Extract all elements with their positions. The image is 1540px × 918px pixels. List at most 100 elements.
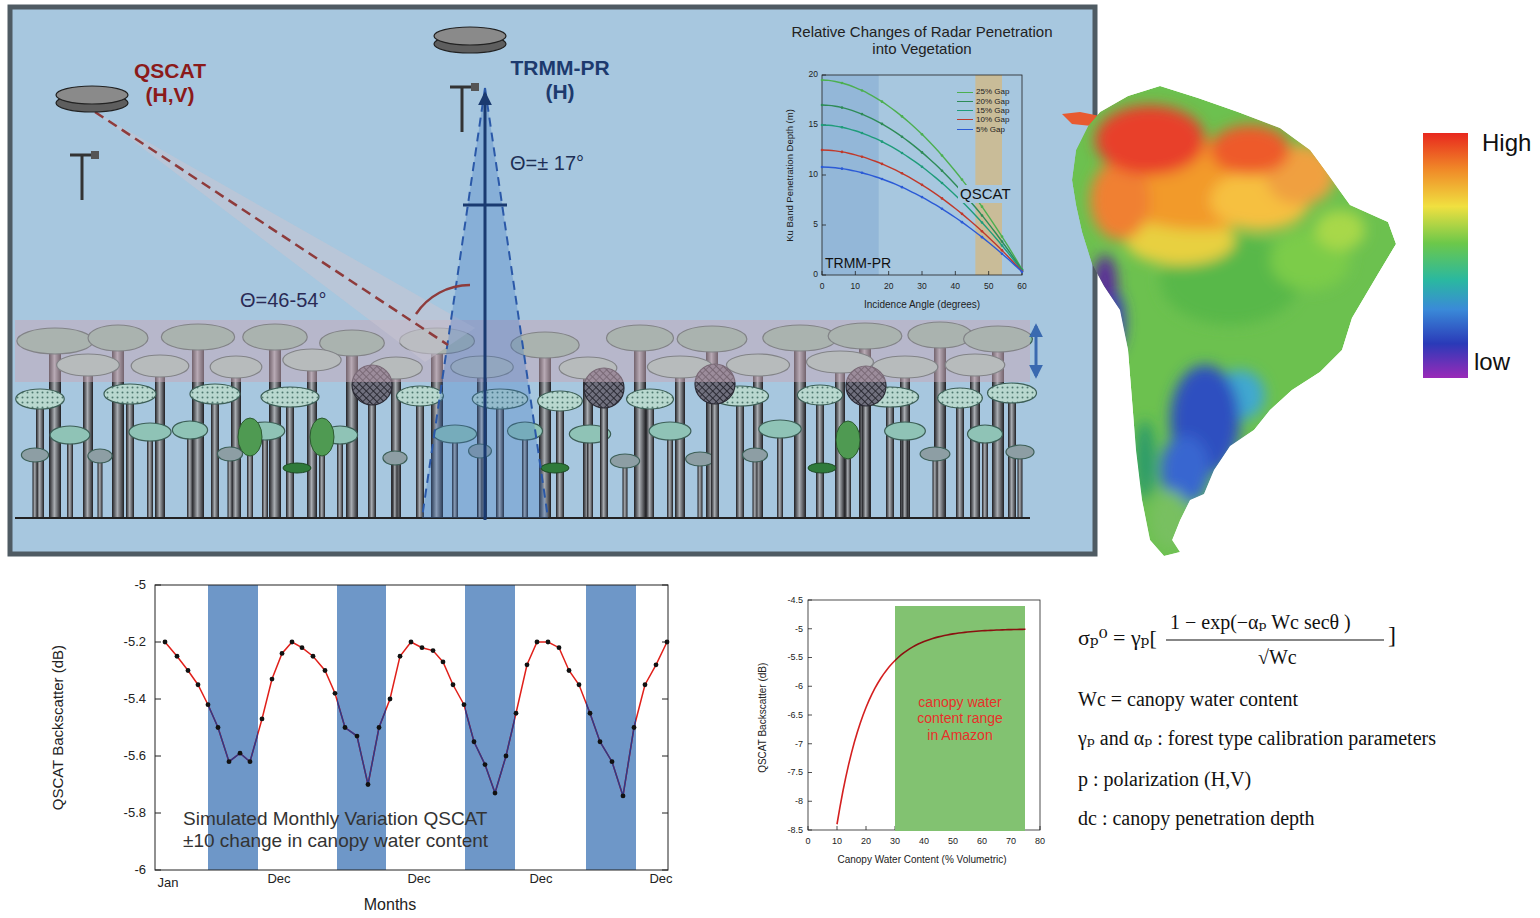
map-shading xyxy=(1090,105,1365,550)
penetration-curve xyxy=(822,167,1022,272)
tree-crown xyxy=(610,454,639,468)
data-point xyxy=(654,662,659,667)
antenna-head xyxy=(91,151,99,159)
legend-line-sample xyxy=(957,119,973,120)
tree-trunk xyxy=(902,431,908,517)
antenna-head xyxy=(471,83,479,91)
legend-line-sample xyxy=(957,92,973,93)
tree-crown xyxy=(538,391,583,411)
tree-crown xyxy=(129,423,171,441)
tree-trunk xyxy=(286,397,294,517)
range-band: canopy water content range in Amazon xyxy=(895,606,1025,831)
axis-tick: 0 xyxy=(805,836,810,846)
axis-tick-mark xyxy=(662,699,668,700)
tree-crown xyxy=(190,384,240,404)
axis-tick-mark xyxy=(662,813,668,814)
curve-marker xyxy=(921,133,924,136)
axis-tick: 70 xyxy=(1006,836,1016,846)
tree-crown xyxy=(21,448,48,462)
penetration-curve xyxy=(822,125,1022,271)
axis-tick-mark xyxy=(155,756,161,757)
axis-tick: -5.8 xyxy=(124,806,146,821)
axis-title: Canopy Water Content (% Volumetric) xyxy=(837,854,1006,866)
equation-part: √Wc xyxy=(1258,646,1297,669)
curve-marker xyxy=(901,186,904,189)
tree-crown xyxy=(261,387,319,407)
curve-marker xyxy=(841,126,844,129)
data-point xyxy=(588,711,593,716)
legend-entry: 20% Gap xyxy=(957,97,1009,106)
axis-title: Incidence Angle (degrees) xyxy=(864,299,980,311)
axis-tick-mark xyxy=(822,175,826,176)
tree-trunk xyxy=(556,401,564,517)
nadir-arrow xyxy=(484,94,487,520)
curve-marker xyxy=(941,169,944,172)
curve-overlay-group xyxy=(895,629,1025,824)
equation-definition: p : polarization (H,V) xyxy=(1078,768,1251,791)
curve-marker xyxy=(981,236,984,239)
tree-crown xyxy=(938,388,983,408)
map-value-region xyxy=(1315,210,1365,250)
axis-tick: -5.4 xyxy=(124,692,146,707)
axis-tick: 40 xyxy=(919,836,929,846)
shrub xyxy=(808,463,836,473)
chart-title: Relative Changes of Radar Penetration in… xyxy=(790,23,1054,58)
tree-crown xyxy=(743,448,768,462)
data-point xyxy=(441,660,446,665)
curve-marker xyxy=(881,100,884,103)
curve-marker xyxy=(861,89,864,92)
axis-tick: 50 xyxy=(984,282,993,292)
legend-line-sample xyxy=(957,110,973,111)
data-point xyxy=(280,651,285,656)
tree-trunk xyxy=(982,434,988,517)
curve-marker xyxy=(921,184,924,187)
axis-tick-mark xyxy=(1040,826,1041,830)
curve-marker xyxy=(821,79,824,82)
data-point xyxy=(311,654,316,659)
curve-marker xyxy=(981,221,984,224)
curve-marker xyxy=(841,151,844,154)
axis-tick: 60 xyxy=(977,836,987,846)
data-point xyxy=(290,640,295,645)
curve-marker xyxy=(861,132,864,135)
data-point xyxy=(355,734,360,739)
curve-marker xyxy=(841,106,844,109)
tree-trunk xyxy=(667,431,673,517)
curve-marker xyxy=(861,155,864,158)
data-point xyxy=(398,654,403,659)
data-point xyxy=(388,697,393,702)
axis-tick-mark xyxy=(1022,271,1023,275)
data-point xyxy=(377,725,382,730)
data-point xyxy=(196,682,201,687)
axis-tick-mark xyxy=(155,642,161,643)
inset-frame xyxy=(822,75,1022,275)
legend-entry: 25% Gap xyxy=(957,87,1009,96)
data-point xyxy=(632,725,637,730)
band-text: canopy water content range in Amazon xyxy=(917,694,1004,742)
axis-tick-mark xyxy=(662,756,668,757)
curve-marker xyxy=(861,113,864,116)
data-point xyxy=(300,645,305,650)
axis-tick: -6.5 xyxy=(787,710,803,720)
axis-title: QSCAT Backscatter (dB) xyxy=(757,663,769,773)
tree-trunk xyxy=(126,394,134,517)
tree-crown xyxy=(88,449,112,463)
axis-tick: -5.6 xyxy=(124,749,146,764)
satellite-label: QSCAT (H,V) xyxy=(133,59,208,107)
axis-tick-mark xyxy=(808,600,812,601)
colorbar-label: low xyxy=(1474,348,1510,376)
curve-marker xyxy=(1001,235,1004,238)
tree-crown xyxy=(885,422,926,440)
map-value-region xyxy=(1095,105,1205,175)
axis-tick: 20 xyxy=(809,70,818,80)
legend-text: 15% Gap xyxy=(976,106,1009,115)
data-point xyxy=(163,640,168,645)
axis-tick: -7.5 xyxy=(787,767,803,777)
curve-marker xyxy=(821,166,824,169)
penetration-curve xyxy=(822,150,1022,271)
curve-marker xyxy=(861,171,864,174)
axis-tick-mark xyxy=(155,699,161,700)
data-point xyxy=(493,791,498,796)
axis-tick-mark xyxy=(822,271,823,275)
tree-trunk xyxy=(337,435,343,517)
